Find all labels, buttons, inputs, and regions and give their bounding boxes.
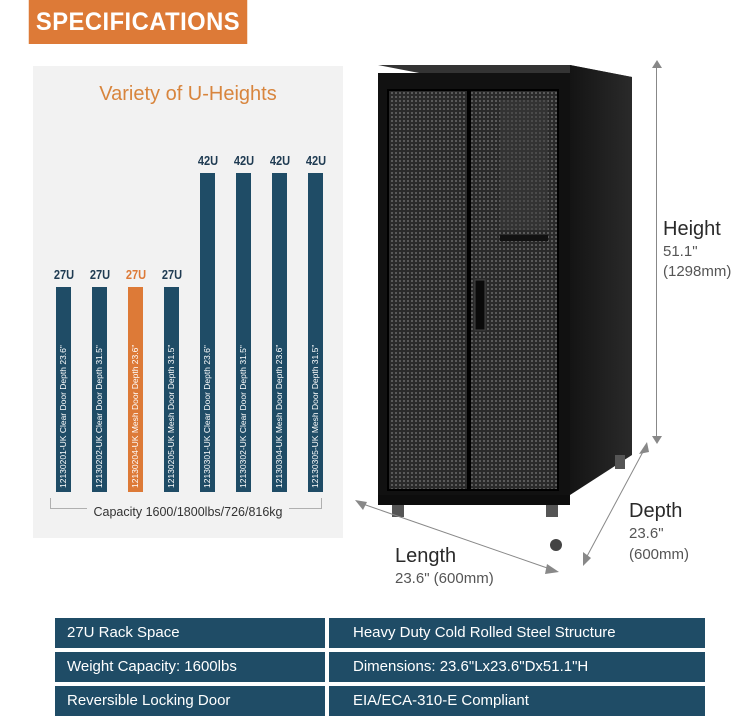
server-rack-cabinet-image <box>378 65 632 551</box>
depth-label: Depth <box>629 500 683 522</box>
bar-model-label: 12130205-UK Mesh Door Depth 31.5" <box>166 344 176 488</box>
length-dimension-line <box>355 500 559 574</box>
u-height-bar: 12130301-UK Clear Door Depth 23.6" <box>200 172 215 492</box>
height-arrow-bottom-icon <box>652 436 662 444</box>
depth-value-mm: (600mm) <box>629 546 690 563</box>
bar-model-label: 12130202-UK Clear Door Depth 31.5" <box>94 345 104 488</box>
u-height-label: 27U <box>53 266 75 282</box>
spec-cell: Weight Capacity: 1600lbs <box>55 652 325 682</box>
height-value-in: 51.1" <box>663 243 698 260</box>
spec-row: 27U Rack Space Heavy Duty Cold Rolled St… <box>55 618 705 648</box>
spec-table: 27U Rack Space Heavy Duty Cold Rolled St… <box>55 618 705 720</box>
specifications-banner: SPECIFICATIONS <box>28 0 248 44</box>
u-height-label: 27U <box>161 266 183 282</box>
u-height-label: 42U <box>269 152 291 168</box>
u-height-label: 42U <box>233 152 255 168</box>
spec-row: Reversible Locking Door EIA/ECA-310-E Co… <box>55 686 705 716</box>
bar-model-label: 12130305-UK Mesh Door Depth 31.5" <box>310 344 320 488</box>
height-dimension-line <box>656 62 657 442</box>
u-height-label: 27U <box>89 266 111 282</box>
spec-row: Weight Capacity: 1600lbs Dimensions: 23.… <box>55 652 705 682</box>
u-height-bar: 12130204-UK Mesh Door Depth 23.6" <box>128 286 143 492</box>
spec-cell: Reversible Locking Door <box>55 686 325 716</box>
u-height-bar: 12130202-UK Clear Door Depth 31.5" <box>92 286 107 492</box>
spec-cell: Heavy Duty Cold Rolled Steel Structure <box>329 618 705 648</box>
u-height-bar: 12130201-UK Clear Door Depth 23.6" <box>56 286 71 492</box>
bar-model-label: 12130302-UK Clear Door Depth 31.5" <box>238 345 248 488</box>
height-label: Height <box>663 218 721 240</box>
spec-cell: EIA/ECA-310-E Compliant <box>329 686 705 716</box>
u-height-label: 27U <box>125 266 147 282</box>
u-height-bar: 12130305-UK Mesh Door Depth 31.5" <box>308 172 323 492</box>
spec-cell: 27U Rack Space <box>55 618 325 648</box>
length-value: 23.6" (600mm) <box>395 570 494 587</box>
u-height-bar: 12130304-UK Mesh Door Depth 23.6" <box>272 172 287 492</box>
u-height-label: 42U <box>197 152 219 168</box>
depth-value-in: 23.6" <box>629 525 664 542</box>
u-height-bar: 12130302-UK Clear Door Depth 31.5" <box>236 172 251 492</box>
u-heights-chart-panel <box>33 66 343 538</box>
length-label: Length <box>395 545 457 567</box>
u-height-label: 42U <box>305 152 327 168</box>
chart-title: Variety of U-Heights <box>99 83 277 105</box>
bar-model-label: 12130201-UK Clear Door Depth 23.6" <box>58 345 68 488</box>
u-height-bar: 12130205-UK Mesh Door Depth 31.5" <box>164 286 179 492</box>
bar-model-label: 12130304-UK Mesh Door Depth 23.6" <box>274 344 284 488</box>
height-arrow-top-icon <box>652 60 662 68</box>
depth-dimension-line <box>583 442 649 566</box>
capacity-label: Capacity 1600/1800lbs/726/816kg <box>33 505 343 519</box>
bar-model-label: 12130204-UK Mesh Door Depth 23.6" <box>130 344 140 488</box>
height-value-mm: (1298mm) <box>663 263 732 280</box>
bar-model-label: 12130301-UK Clear Door Depth 23.6" <box>202 345 212 488</box>
spec-cell: Dimensions: 23.6"Lx23.6"Dx51.1"H <box>329 652 705 682</box>
